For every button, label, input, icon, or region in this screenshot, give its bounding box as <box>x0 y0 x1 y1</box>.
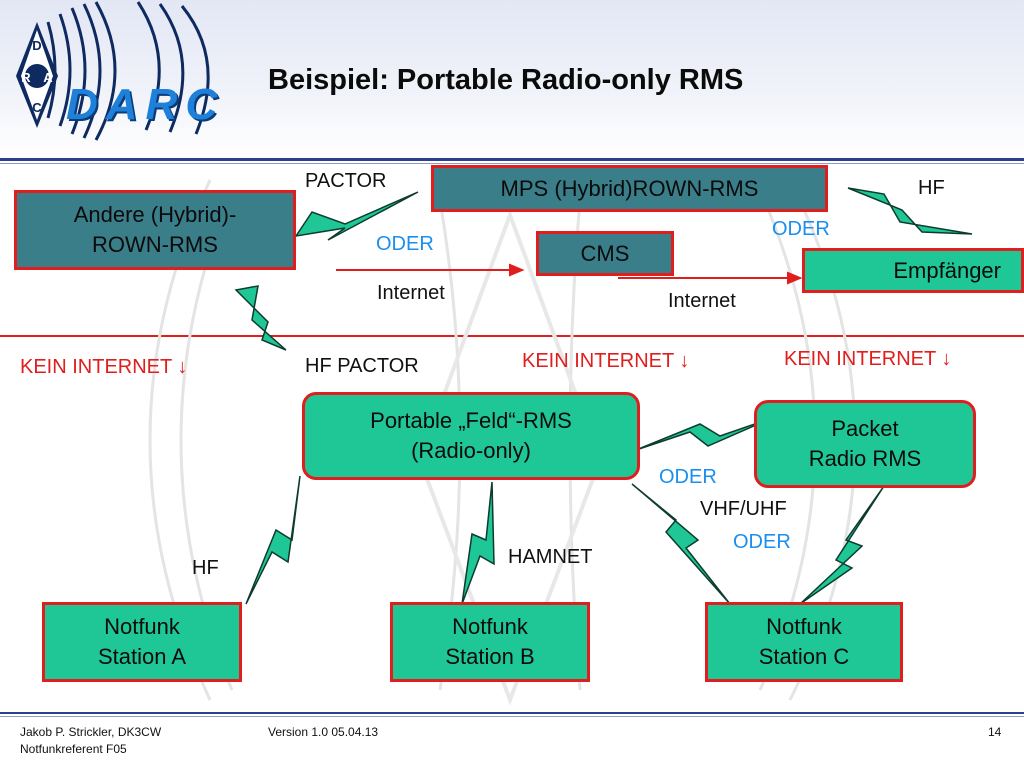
lightning-bolt-andere <box>234 285 287 351</box>
footer-divider-thin <box>0 716 1024 717</box>
footer-author-name: Jakob P. Strickler, DK3CW <box>20 725 162 739</box>
station-c-box: Notfunk Station C <box>705 602 903 682</box>
slide-title: Beispiel: Portable Radio-only RMS <box>268 64 744 96</box>
watermark-diamond <box>417 209 603 706</box>
logo-letter-d: D <box>32 38 41 53</box>
station-b-box: Notfunk Station B <box>390 602 590 682</box>
darc-logo-text: DARC <box>66 80 226 129</box>
pactor-label: PACTOR <box>305 170 387 192</box>
hf-top-label: HF <box>918 177 945 199</box>
oder-top-right-label: ODER <box>772 218 830 240</box>
kein-internet-right-label: KEIN INTERNET ↓ <box>784 348 952 370</box>
portable-rms-box: Portable „Feld“-RMS (Radio-only) <box>302 392 640 480</box>
lightning-bolt-station-b <box>461 481 495 605</box>
footer-divider <box>0 712 1024 714</box>
lightning-bolt-pactor <box>294 191 419 241</box>
footer-author: Jakob P. Strickler, DK3CW Notfunkreferen… <box>20 724 161 758</box>
header-divider <box>0 158 1024 161</box>
lightning-bolt-hf-top <box>847 187 973 235</box>
vhf-uhf-label: VHF/UHF <box>700 498 787 520</box>
kein-internet-mid-label: KEIN INTERNET ↓ <box>522 350 690 372</box>
logo-letter-c: C <box>32 100 42 115</box>
station-a-box: Notfunk Station A <box>42 602 242 682</box>
darc-logo: D A R C <box>16 1 210 141</box>
internet-boundary-line <box>0 335 1024 337</box>
packet-radio-rms-box: Packet Radio RMS <box>754 400 976 488</box>
mps-rms-box: MPS (Hybrid)ROWN-RMS <box>431 165 828 212</box>
internet-right-label: Internet <box>668 290 736 312</box>
oder-low-label: ODER <box>733 531 791 553</box>
hf-low-label: HF <box>192 557 219 579</box>
header-divider-thin <box>0 163 1024 164</box>
hamnet-label: HAMNET <box>508 546 593 568</box>
lightning-bolt-station-a <box>245 475 301 605</box>
hf-pactor-label: HF PACTOR <box>305 355 419 377</box>
cms-box: CMS <box>536 231 674 276</box>
logo-letter-r: R <box>21 70 31 85</box>
footer-author-role: Notfunkreferent F05 <box>20 741 127 756</box>
internet-arrows <box>336 263 803 285</box>
kein-internet-left-label: KEIN INTERNET ↓ <box>20 356 188 378</box>
lightning-bolt-packet <box>635 417 773 451</box>
logo-letter-a: A <box>43 70 53 85</box>
internet-left-label: Internet <box>377 282 445 304</box>
andere-rms-box: Andere (Hybrid)- ROWN-RMS <box>14 190 296 270</box>
empfaenger-box: Empfänger <box>802 248 1024 293</box>
logo-wave-arcs <box>46 1 210 141</box>
footer-version: Version 1.0 05.04.13 <box>268 725 379 739</box>
oder-mid-label: ODER <box>376 233 434 255</box>
oder-packet-label: ODER <box>659 466 717 488</box>
page-number: 14 <box>988 725 1002 739</box>
